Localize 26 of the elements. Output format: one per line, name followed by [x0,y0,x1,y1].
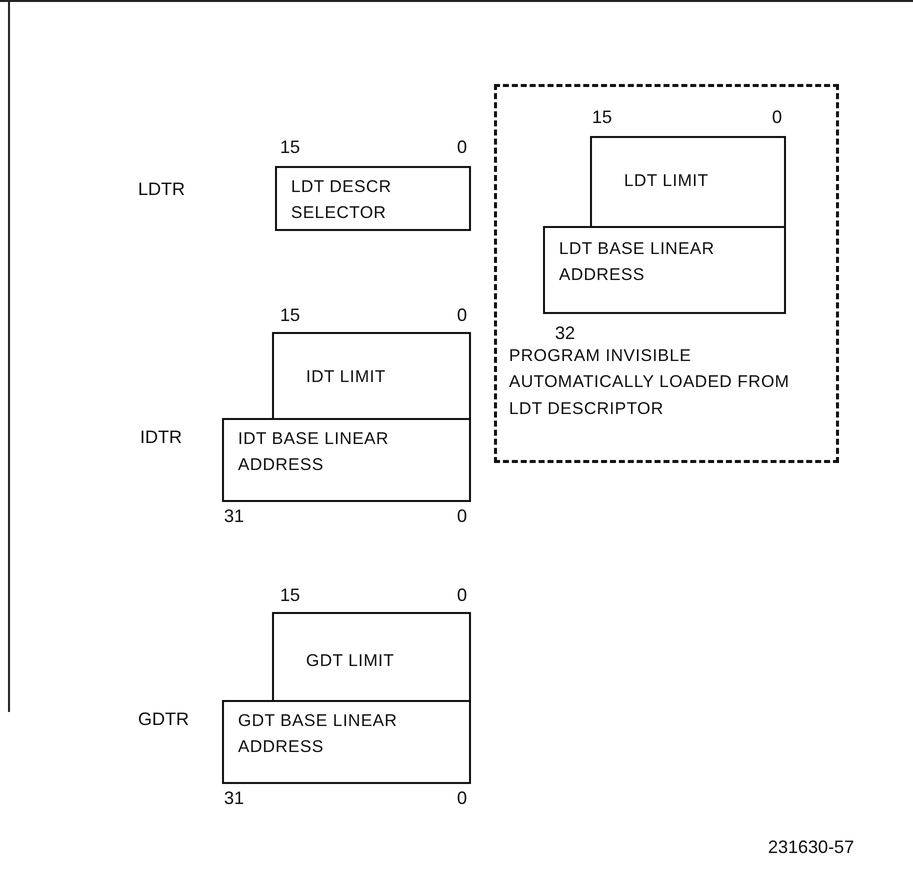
register-field-label: LDT LIMIT [624,170,710,192]
bit-number: 0 [457,789,468,807]
bit-number: 15 [592,108,612,126]
bit-number: 15 [280,586,300,604]
figure-number: 231630-57 [768,838,854,856]
bit-number: 0 [457,306,468,324]
bit-number: 0 [457,586,468,604]
register-field-label: LDT BASE LINEAR ADDRESS [559,238,716,286]
bit-number: 31 [224,789,244,807]
bit-number: 15 [280,138,300,156]
register-field-label: IDT BASE LINEAR ADDRESS [238,428,390,476]
register-name: IDTR [140,428,182,446]
register-field-label: GDT BASE LINEAR ADDRESS [238,710,398,758]
dashed-group-box [494,84,839,463]
bit-number: 31 [224,507,244,525]
register-field-label: IDT LIMIT [306,366,387,388]
bit-number: 0 [457,138,468,156]
register-name: GDTR [138,710,189,728]
register-name: LDTR [138,180,186,198]
bit-number: 15 [280,306,300,324]
bit-number: 32 [555,324,576,342]
register-field-label: LDT DESCR SELECTOR [291,176,393,224]
note-text: PROGRAM INVISIBLE AUTOMATICALLY LOADED FROM LDT DESCRIPTOR [509,345,790,420]
bit-number: 0 [772,108,782,126]
bit-number: 0 [457,507,468,525]
register-field-label: GDT LIMIT [306,650,396,672]
